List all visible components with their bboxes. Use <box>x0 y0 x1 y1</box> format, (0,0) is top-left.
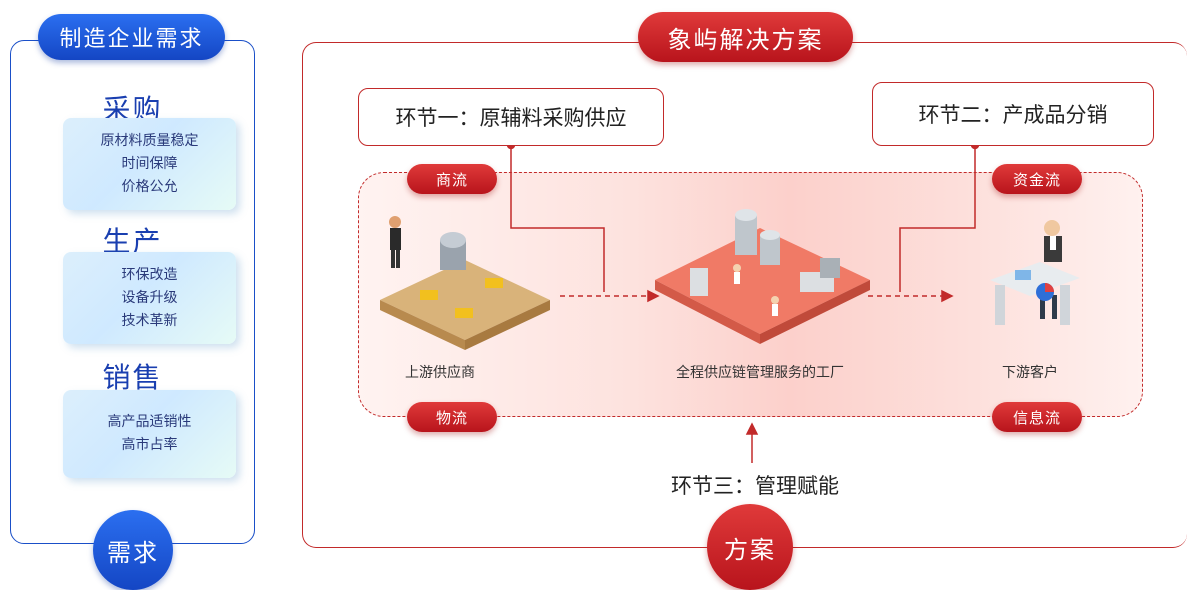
demand-badge: 需求 <box>93 510 173 590</box>
upstream-supplier-illustration <box>380 216 550 350</box>
category-box-production: 环保改造 设备升级 技术革新 <box>63 252 236 344</box>
solution-badge: 方案 <box>707 504 793 590</box>
downstream-customer-illustration <box>990 220 1080 325</box>
flow-badge-capital: 资金流 <box>992 164 1082 194</box>
demand-item: 环保改造 <box>121 266 178 283</box>
category-box-procurement: 原材料质量稳定 时间保障 价格公允 <box>63 118 236 210</box>
node-label-upstream: 上游供应商 <box>405 365 475 381</box>
node-label-downstream: 下游客户 <box>1002 365 1058 381</box>
category-title-sales: 销售 <box>102 361 163 394</box>
demand-item: 技术革新 <box>121 312 178 329</box>
solution-panel-title: 象屿解决方案 <box>638 12 853 62</box>
demand-item: 设备升级 <box>121 289 178 306</box>
stage1-box: 环节一：原辅料采购供应 <box>358 88 664 146</box>
flow-badge-logistics: 物流 <box>407 402 497 432</box>
demand-panel-title: 制造企业需求 <box>38 14 225 60</box>
demand-item: 高市占率 <box>121 437 178 453</box>
stage2-connector <box>899 145 976 292</box>
factory-illustration <box>655 209 870 344</box>
flow-badge-commerce: 商流 <box>407 164 497 194</box>
flow-badge-information: 信息流 <box>992 402 1082 432</box>
demand-item: 时间保障 <box>121 155 178 172</box>
demand-item: 价格公允 <box>121 178 178 195</box>
stage2-box: 环节二：产成品分销 <box>872 82 1154 146</box>
node-label-factory: 全程供应链管理服务的工厂 <box>676 365 844 381</box>
stage3-label: 环节三：管理赋能 <box>671 474 839 498</box>
demand-item: 原材料质量稳定 <box>100 132 199 149</box>
stage1-connector <box>510 145 605 292</box>
category-box-sales: 高产品适销性 高市占率 <box>63 390 236 478</box>
demand-item: 高产品适销性 <box>107 414 192 430</box>
